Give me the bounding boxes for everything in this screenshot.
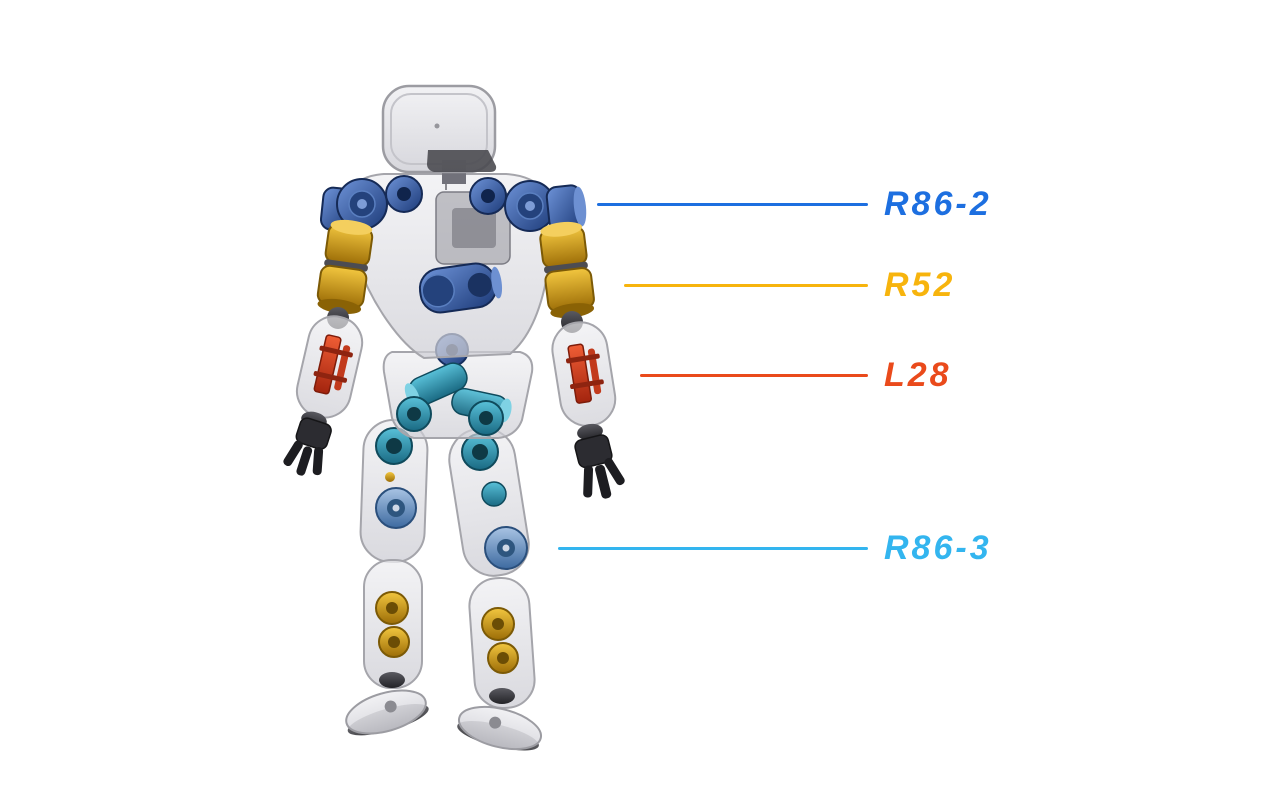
robot-right-leg [448, 427, 543, 751]
callout-line-r52 [624, 284, 868, 287]
robot-torso [337, 173, 558, 360]
callout-line-r86-3 [558, 547, 868, 550]
robot-right-arm [539, 221, 625, 499]
robot-left-leg [345, 418, 429, 736]
robot-chest-actuator [418, 262, 503, 314]
callout-label-r86-2: R86-2 [884, 185, 992, 223]
robot-head [381, 84, 497, 184]
callout-line-l28 [640, 374, 868, 377]
callout-label-r52: R52 [884, 266, 956, 304]
robot-shoulder-actuators [319, 175, 587, 232]
callout-label-r86-3: R86-3 [884, 529, 992, 567]
robot-pelvis [382, 333, 534, 439]
callout-line-r86-2 [597, 203, 868, 206]
callout-label-l28: L28 [884, 356, 952, 394]
robot-left-arm [283, 219, 374, 476]
robot-right-hand [574, 434, 625, 499]
robot-left-hand [283, 417, 332, 476]
